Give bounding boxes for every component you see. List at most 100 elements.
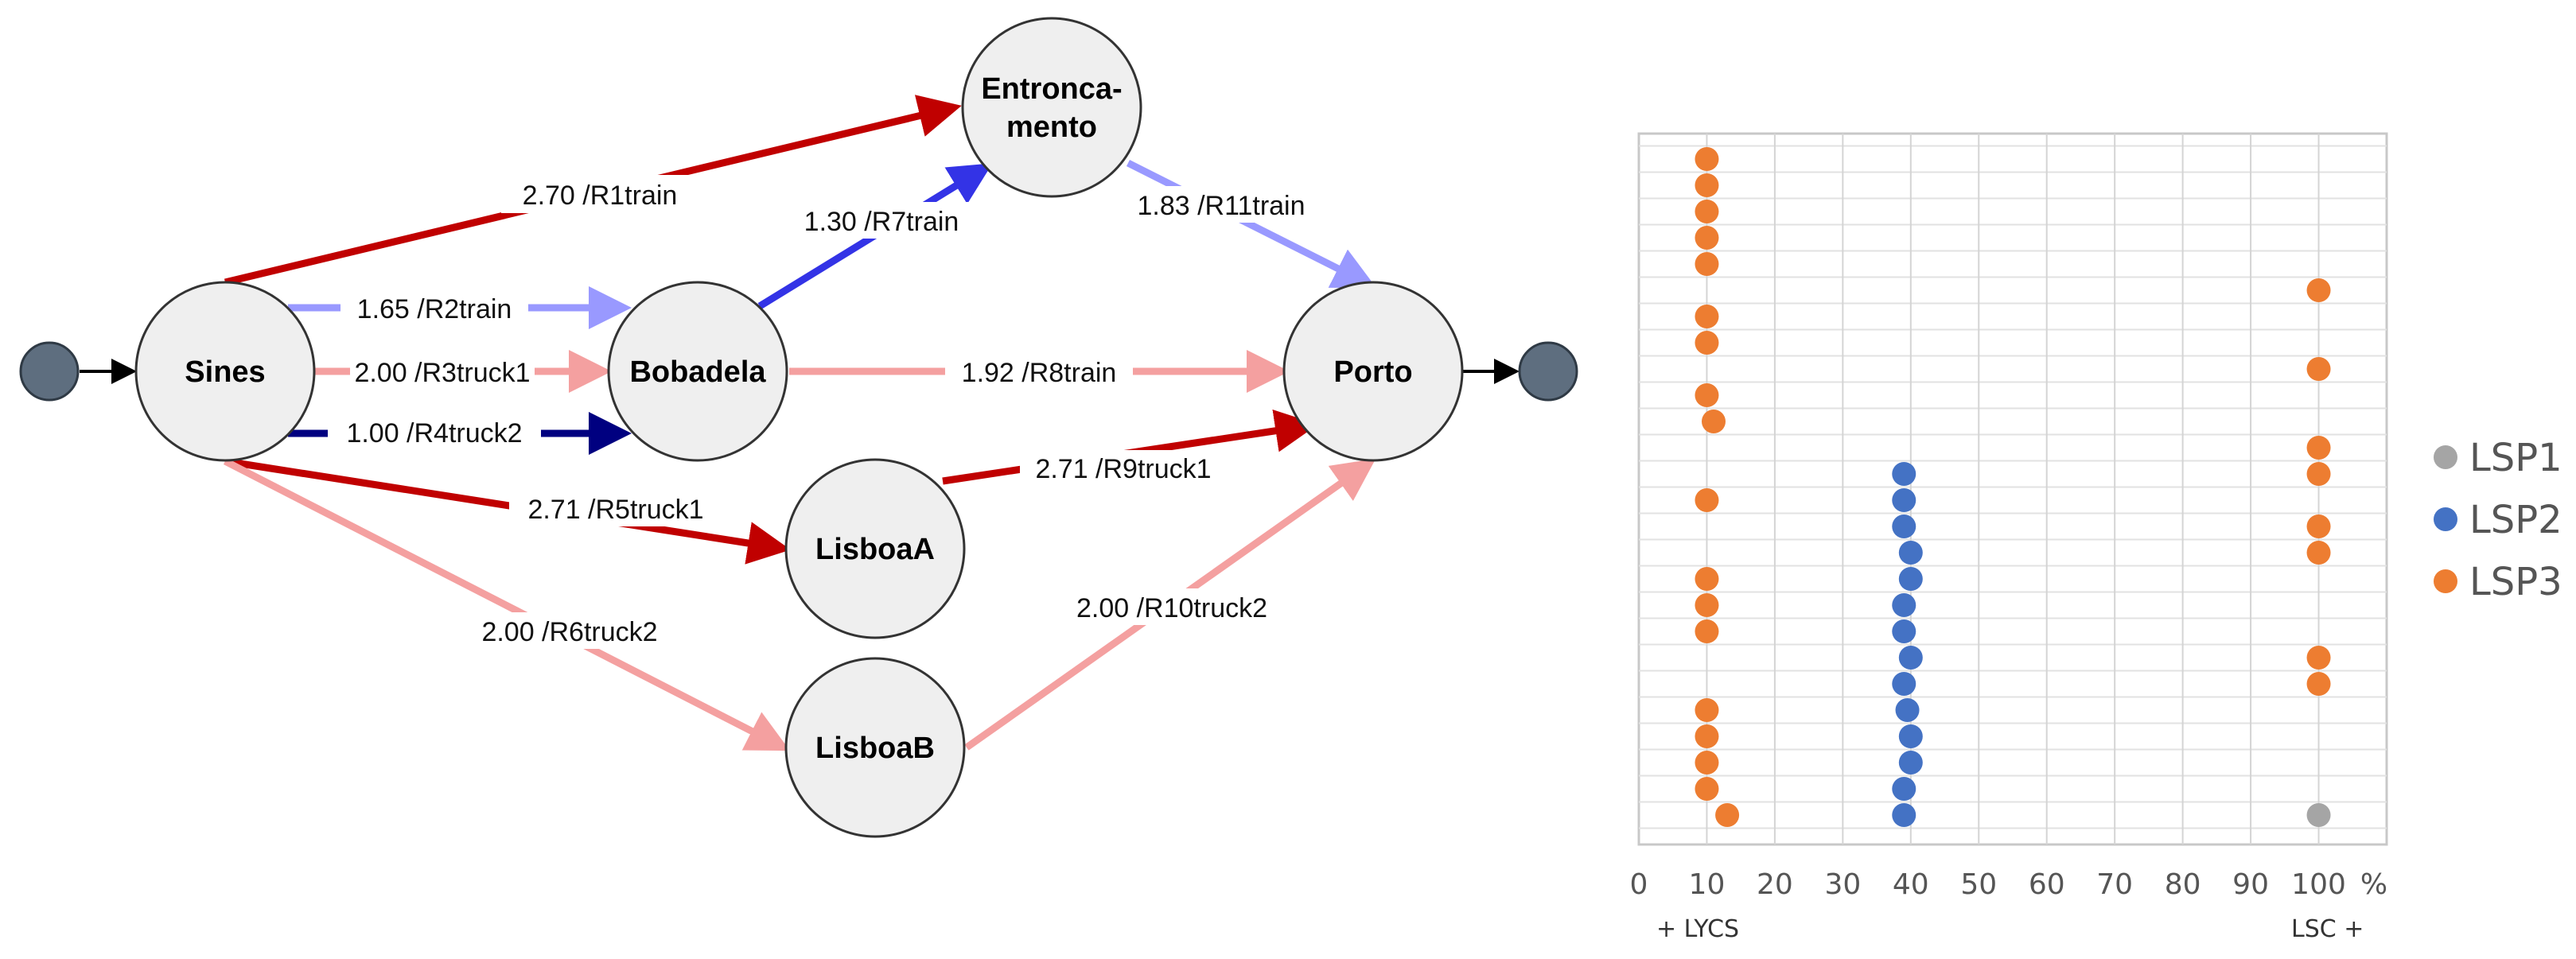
point-lsp3 bbox=[1695, 724, 1719, 748]
svg-text:2.00 /R3truck1: 2.00 /R3truck1 bbox=[354, 358, 530, 388]
svg-text:Entronca-: Entronca- bbox=[981, 72, 1122, 106]
chart-grid bbox=[1639, 134, 2387, 844]
svg-text:LisboaB: LisboaB bbox=[815, 732, 935, 765]
network-nodes: Sines Bobadela Entronca- mento LisboaA L… bbox=[19, 17, 1578, 838]
point-lsp2 bbox=[1892, 777, 1916, 801]
point-lsp2 bbox=[1892, 462, 1916, 486]
legend-marker-lsp2 bbox=[2434, 507, 2457, 531]
edge-label-r9: 2.71 /R9truck1 bbox=[1020, 450, 1227, 487]
svg-text:Bobadela: Bobadela bbox=[629, 355, 766, 389]
point-lsp3 bbox=[1695, 488, 1719, 512]
point-lsp3 bbox=[2306, 514, 2331, 538]
point-lsp3 bbox=[2306, 278, 2331, 302]
end-node bbox=[1518, 341, 1578, 402]
svg-text:1.30 /R7train: 1.30 /R7train bbox=[804, 207, 959, 237]
point-lsp2 bbox=[1898, 567, 1923, 591]
node-lisboaB: LisboaB bbox=[784, 657, 966, 838]
x-tick-label: 40 bbox=[1893, 868, 1929, 901]
legend-marker-lsp1 bbox=[2434, 445, 2457, 469]
node-porto: Porto bbox=[1282, 281, 1464, 462]
point-lsp3 bbox=[1695, 698, 1719, 722]
point-lsp2 bbox=[1895, 698, 1920, 722]
point-lsp3 bbox=[1695, 567, 1719, 591]
point-lsp3 bbox=[2306, 646, 2331, 670]
svg-text:2.71 /R5truck1: 2.71 /R5truck1 bbox=[527, 495, 703, 525]
svg-text:2.00 /R10truck2: 2.00 /R10truck2 bbox=[1076, 593, 1267, 623]
point-lsp3 bbox=[2306, 357, 2331, 381]
svg-text:mento: mento bbox=[1006, 111, 1097, 144]
svg-text:Sines: Sines bbox=[185, 355, 265, 389]
point-lsp2 bbox=[1898, 541, 1923, 565]
edge-r6 bbox=[223, 457, 791, 751]
svg-text:1.00 /R4truck2: 1.00 /R4truck2 bbox=[346, 418, 522, 448]
x-tick-label: 50 bbox=[1960, 868, 1997, 901]
edge-label-r3: 2.00 /R3truck1 bbox=[350, 354, 535, 390]
svg-text:1.92 /R8train: 1.92 /R8train bbox=[962, 358, 1117, 388]
point-lsp2 bbox=[1898, 751, 1923, 775]
point-lsp1 bbox=[2306, 803, 2331, 827]
edge-labels: 2.70 /R1train 1.65 /R2train 2.00 /R3truc… bbox=[328, 175, 1321, 649]
point-lsp2 bbox=[1892, 514, 1916, 538]
point-lsp2 bbox=[1892, 593, 1916, 617]
node-entroncamento: Entronca- mento bbox=[961, 17, 1142, 198]
point-lsp3 bbox=[2306, 672, 2331, 696]
point-lsp3 bbox=[1695, 751, 1719, 775]
svg-text:2.70 /R1train: 2.70 /R1train bbox=[523, 181, 678, 211]
point-lsp3 bbox=[1695, 252, 1719, 276]
edge-label-r5: 2.71 /R5truck1 bbox=[509, 490, 722, 526]
start-node bbox=[19, 341, 80, 402]
point-lsp3 bbox=[1695, 777, 1719, 801]
x-tick-label: 20 bbox=[1757, 868, 1793, 901]
svg-text:2.00 /R6truck2: 2.00 /R6truck2 bbox=[481, 617, 657, 647]
point-lsp3 bbox=[1695, 305, 1719, 328]
legend-label-lsp1: LSP1 bbox=[2469, 436, 2562, 480]
edge-label-r2: 1.65 /R2train bbox=[340, 290, 528, 327]
edge-r11 bbox=[1126, 159, 1377, 289]
chart-points bbox=[1695, 147, 2331, 827]
point-lsp3 bbox=[1695, 619, 1719, 643]
point-lsp3 bbox=[1702, 410, 1726, 433]
x-unit-label: % bbox=[2360, 868, 2387, 901]
point-lsp3 bbox=[1695, 200, 1719, 223]
point-lsp3 bbox=[1695, 331, 1719, 355]
x-tick-label: 0 bbox=[1630, 868, 1648, 901]
svg-text:2.71 /R9truck1: 2.71 /R9truck1 bbox=[1035, 454, 1211, 484]
x-tick-label: 70 bbox=[2096, 868, 2133, 901]
x-tick-label: 10 bbox=[1689, 868, 1726, 901]
point-lsp3 bbox=[2306, 541, 2331, 565]
edge-r5 bbox=[224, 457, 791, 565]
edge-label-r4: 1.00 /R4truck2 bbox=[328, 413, 541, 450]
x-tick-label: 60 bbox=[2029, 868, 2065, 901]
point-lsp3 bbox=[1695, 593, 1719, 617]
node-lisboaA: LisboaA bbox=[784, 458, 966, 639]
x-tick-label: 90 bbox=[2232, 868, 2269, 901]
svg-text:1.83 /R11train: 1.83 /R11train bbox=[1137, 191, 1305, 221]
point-lsp3 bbox=[2306, 436, 2331, 460]
edge-label-r8: 1.92 /R8train bbox=[945, 354, 1133, 390]
point-lsp3 bbox=[1695, 173, 1719, 197]
point-lsp3 bbox=[1715, 803, 1740, 827]
point-lsp2 bbox=[1892, 672, 1916, 696]
point-lsp3 bbox=[1695, 226, 1719, 250]
plot-frame bbox=[1637, 132, 2388, 846]
point-lsp3 bbox=[1695, 383, 1719, 407]
edge-label-r6: 2.00 /R6truck2 bbox=[463, 612, 676, 649]
point-lsp2 bbox=[1892, 803, 1916, 827]
edge-label-r10: 2.00 /R10truck2 bbox=[1058, 588, 1286, 625]
x-tick-label: 100 bbox=[2291, 868, 2346, 901]
point-lsp3 bbox=[2306, 462, 2331, 486]
legend-label-lsp3: LSP3 bbox=[2469, 560, 2562, 604]
edge-label-r11: 1.83 /R11train bbox=[1122, 186, 1321, 223]
x-left-note: + LYCS bbox=[1656, 915, 1739, 943]
x-right-note: LSC + bbox=[2291, 915, 2364, 943]
svg-text:LisboaA: LisboaA bbox=[815, 533, 935, 566]
svg-text:1.65 /R2train: 1.65 /R2train bbox=[357, 294, 512, 324]
x-tick-label: 30 bbox=[1824, 868, 1861, 901]
legend-marker-lsp3 bbox=[2434, 569, 2457, 593]
point-lsp3 bbox=[1695, 147, 1719, 171]
edge-label-r1: 2.70 /R1train bbox=[501, 175, 698, 213]
point-lsp2 bbox=[1892, 619, 1916, 643]
